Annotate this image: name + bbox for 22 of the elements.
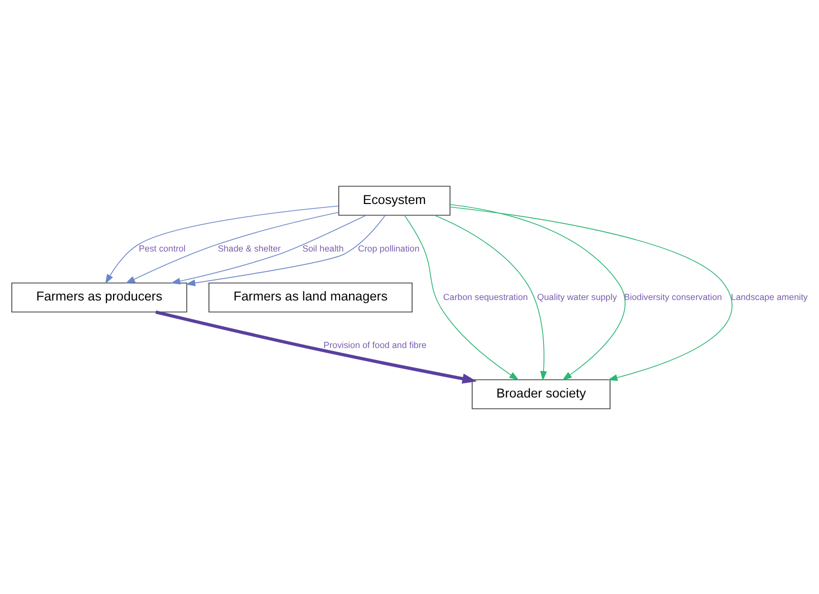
node-box: Farmers as producers (11, 282, 188, 312)
edge-label: Soil health (302, 242, 344, 253)
arrow (105, 205, 339, 284)
arrow (434, 214, 547, 380)
edge-label: Pest control (138, 242, 186, 253)
arrow (155, 310, 477, 384)
arrow (125, 212, 339, 283)
arrow (450, 206, 732, 380)
arrow (450, 204, 626, 380)
edge-label: Carbon sequestration (443, 291, 528, 302)
edge-label: Quality water supply (537, 291, 617, 302)
node-box: Ecosystem (338, 185, 450, 216)
edge-label: Provision of food and fibre (324, 340, 426, 350)
edge-label: Biodiversity conservation (624, 291, 722, 302)
arrow (170, 214, 366, 284)
node-box: Broader society (472, 378, 610, 409)
edge-label: Landscape amenity (730, 291, 808, 302)
arrow (186, 214, 386, 286)
edge-label: Shade & shelter (218, 242, 281, 253)
edge-label: Crop pollination (358, 242, 420, 253)
node-box: Farmers as land managers (208, 282, 413, 312)
arrow (404, 214, 519, 380)
